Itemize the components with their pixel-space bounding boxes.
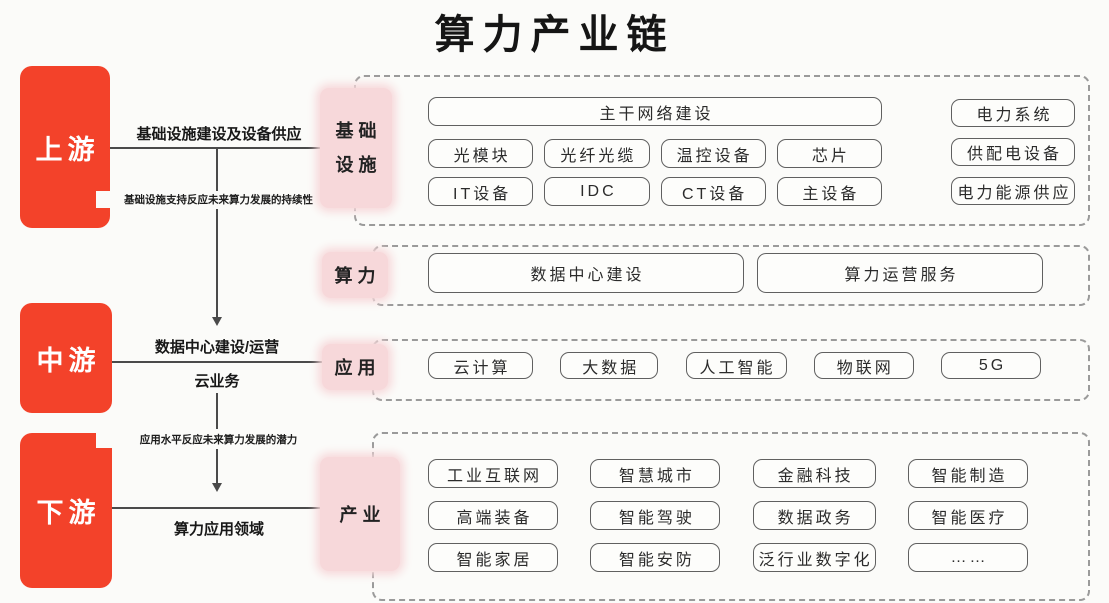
section-label-infrastructure-line2: 设施: [335, 155, 382, 175]
item-pill: ……: [907, 543, 1028, 572]
item-pill: 5G: [941, 352, 1041, 379]
item-pill: 金融科技: [752, 459, 876, 488]
item-pill: 主设备: [776, 177, 882, 206]
down-arrow-icon: [212, 317, 222, 326]
item-pill: 智能医疗: [907, 501, 1028, 530]
stage-downstream: 下游: [20, 433, 112, 588]
item-pill: IT设备: [428, 177, 534, 206]
infrastructure-row: IT设备 IDC CT设备主设备: [428, 177, 882, 206]
item-pill: 电力能源供应: [951, 177, 1075, 205]
application-row: 云计算大数据人工智能物联网 5G: [428, 352, 1041, 379]
item-pill: IDC: [544, 177, 650, 206]
item-pill: 供配电设备: [951, 138, 1075, 166]
section-label-infrastructure-line1: 基础: [335, 120, 382, 141]
section-label-application: 应用: [322, 344, 388, 390]
item-pill: 智能安防: [590, 543, 721, 572]
section-label-infrastructure: 基础 设施: [320, 88, 392, 208]
item-pill: 物联网: [813, 352, 914, 379]
downstream-note: 应用水平反应未来算力发展的潜力: [96, 431, 341, 448]
section-label-computing: 算力: [322, 252, 388, 298]
infrastructure-row: 光模块光纤光缆温控设备芯片: [428, 139, 882, 168]
item-pill: CT设备: [660, 177, 766, 206]
connector-line-vertical-2: [216, 393, 218, 429]
section-label-industry: 产业: [320, 457, 400, 571]
connector-line-downstream: [112, 507, 320, 509]
item-pill: 云计算: [428, 352, 533, 379]
item-pill: 高端装备: [428, 501, 558, 530]
connector-line-upstream: [110, 147, 322, 149]
item-pill: 温控设备: [660, 139, 766, 168]
down-arrow-icon: [212, 483, 222, 492]
item-pill: 芯片: [776, 139, 882, 168]
item-pill: 大数据: [560, 352, 659, 379]
item-pill: 泛行业数字化: [752, 543, 876, 572]
midstream-link-label-top: 数据中心建设/运营: [154, 339, 280, 356]
infrastructure-power-column: 电力系统供配电设备电力能源供应: [951, 99, 1075, 205]
upstream-link-label: 基础设施建设及设备供应: [136, 126, 302, 143]
item-pill: 光纤光缆: [544, 139, 650, 168]
item-pill: 工业互联网: [428, 459, 558, 488]
connector-line-vertical-1b: [216, 209, 218, 317]
item-pill: 电力系统: [951, 99, 1075, 127]
connector-line-vertical-1: [216, 149, 218, 192]
item-pill-backbone-network: 主干网络建设: [428, 97, 882, 126]
item-pill: 智能制造: [907, 459, 1028, 488]
connector-line-midstream: [112, 361, 322, 363]
item-pill: 智能家居: [428, 543, 558, 572]
stage-upstream: 上游: [20, 66, 110, 228]
industry-grid: 工业互联网 智慧城市 金融科技 智能制造高端装备 智能驾驶 数据政务 智能医疗智能家居 智能安…: [428, 459, 1028, 572]
item-pill-datacenter-construction: 数据中心建设: [428, 253, 744, 293]
item-pill: 智慧城市: [590, 459, 721, 488]
page-title: 算力产业链: [434, 13, 675, 57]
item-pill-computing-operation-service: 算力运营服务: [757, 253, 1043, 293]
item-pill: 数据政务: [752, 501, 876, 530]
upstream-note: 基础设施支持反应未来算力发展的持续性: [96, 191, 341, 208]
item-pill: 光模块: [428, 139, 534, 168]
item-pill: 智能驾驶: [590, 501, 721, 530]
stage-midstream: 中游: [20, 303, 112, 413]
connector-line-vertical-2b: [216, 449, 218, 483]
item-pill: 人工智能: [685, 352, 787, 379]
infrastructure-main-grid: 主干网络建设 光模块光纤光缆温控设备芯片 IT设备 IDC CT设备主设备: [428, 97, 882, 215]
midstream-link-label-bottom: 云业务: [194, 373, 240, 390]
downstream-link-label: 算力应用领域: [173, 521, 264, 538]
